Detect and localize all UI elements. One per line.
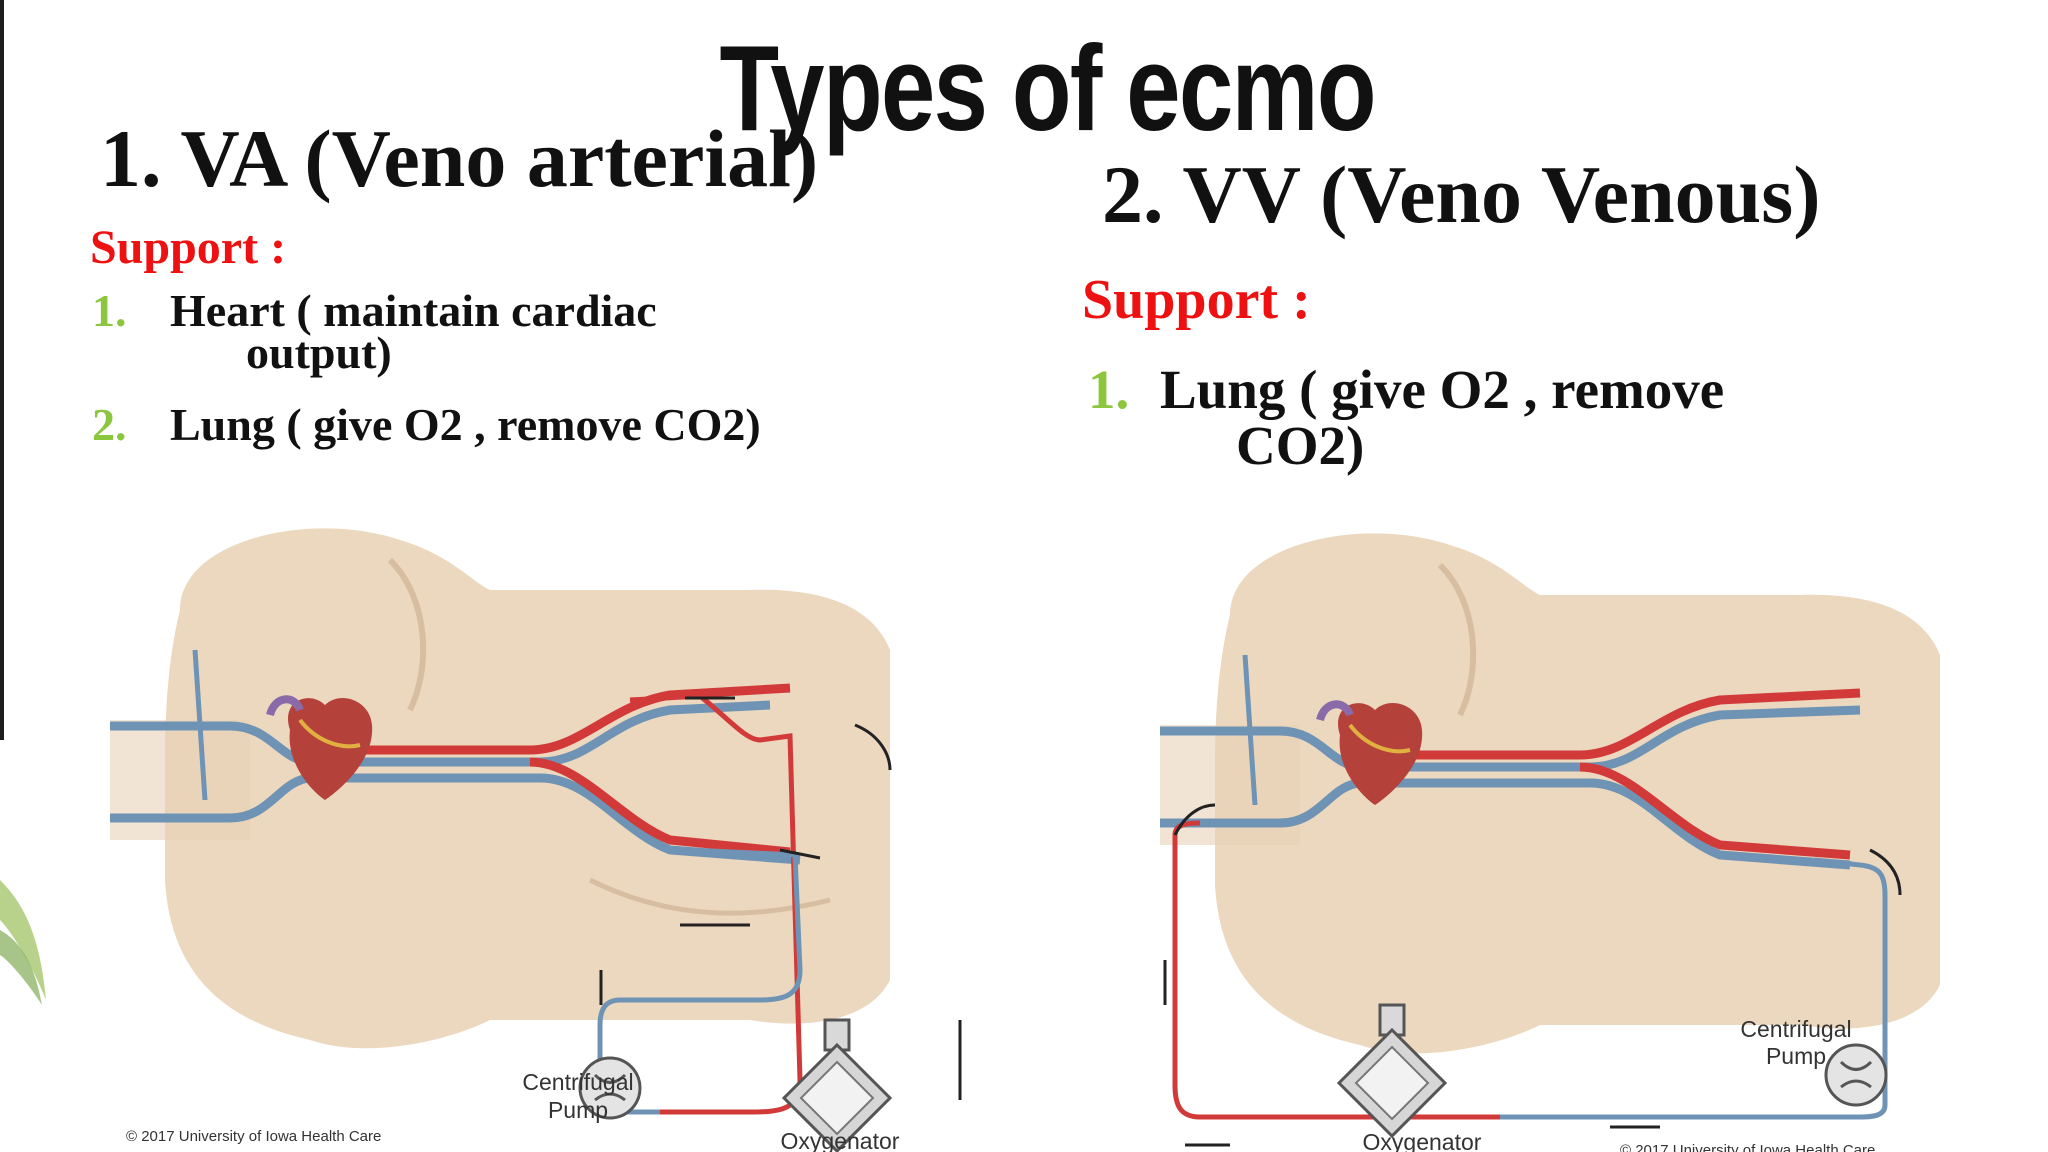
copyright: © 2017 University of Iowa Health Care	[1620, 1142, 1875, 1152]
flow-arrows	[599, 696, 962, 1100]
torso-illustration	[1160, 533, 1940, 1054]
list-item: 1. Heart ( maintain cardiac output)	[92, 285, 852, 378]
va-heading: 1. VA (Veno arterial)	[100, 113, 819, 204]
item-number: 2.	[92, 399, 127, 450]
va-support-label: Support :	[90, 221, 287, 274]
arteries	[1350, 688, 1861, 860]
pump-label-line-1: Centrifugal	[1740, 1016, 1851, 1042]
pump-label-line-1: Centrifugal	[522, 1069, 633, 1095]
heart-icon	[266, 695, 373, 800]
oxygenator-label: Oxygenator	[1363, 1129, 1482, 1152]
va-ecmo-diagram: Centrifugal Pump Oxygenator © 2017 Unive…	[110, 528, 962, 1152]
vv-heading: 2. VV (Veno Venous)	[1102, 149, 1821, 240]
va-support-list: 1. Heart ( maintain cardiac output) 2. L…	[92, 285, 852, 476]
slide-title: Types of ecmo	[719, 20, 1377, 156]
heart-icon	[1316, 700, 1423, 805]
slide-edge	[0, 0, 4, 740]
item-text-wrap: CO2)	[1236, 415, 1365, 476]
item-text: Lung ( give O2 , remove CO2)	[170, 399, 761, 450]
centrifugal-pump-icon	[578, 1056, 642, 1120]
item-text-wrap: output)	[246, 327, 392, 378]
pump-label-line-2: Pump	[1766, 1043, 1826, 1069]
item-text: Heart ( maintain cardiac	[170, 285, 657, 336]
copyright: © 2017 University of Iowa Health Care	[126, 1128, 381, 1145]
item-number: 1.	[92, 285, 127, 336]
oxygenator-icon	[1336, 1003, 1448, 1139]
vv-ecmo-diagram: Centrifugal Pump Oxygenator © 2017 Unive…	[1160, 533, 1940, 1152]
item-number: 1.	[1088, 359, 1130, 420]
pump-label-line-2: Pump	[548, 1097, 608, 1123]
oxygenator-label: Oxygenator	[781, 1128, 900, 1152]
item-text: Lung ( give O2 , remove	[1160, 359, 1725, 420]
vv-support-label: Support :	[1082, 269, 1311, 331]
leaf-decoration	[0, 880, 46, 1005]
oxygenator-icon	[781, 1018, 893, 1152]
ecmo-circuit	[1172, 820, 1888, 1120]
list-item: 2. Lung ( give O2 , remove CO2)	[92, 399, 852, 450]
list-item: 1. Lung ( give O2 , remove CO2)	[1088, 362, 1908, 474]
centrifugal-pump-icon	[1824, 1043, 1888, 1107]
flow-arrows	[1163, 803, 1902, 1147]
torso-illustration	[110, 528, 890, 1049]
vv-support-list: 1. Lung ( give O2 , remove CO2)	[1088, 362, 1908, 474]
